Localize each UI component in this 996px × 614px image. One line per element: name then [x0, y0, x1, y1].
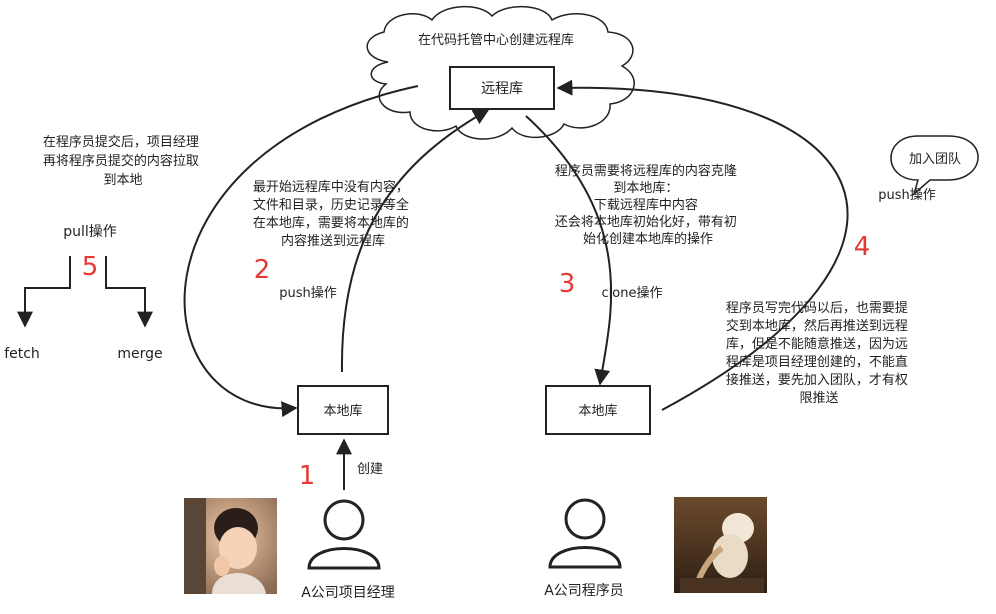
step-number-1: 1 [299, 461, 316, 491]
step2-label: push操作 [279, 285, 337, 301]
step4-desc-line: 库，但是不能随意推送，因为远 [726, 336, 908, 352]
step-number-2: 2 [254, 255, 271, 285]
local-repo-programmer-box[interactable] [545, 385, 651, 435]
pull-fetch-branch [17, 256, 71, 328]
remote-repo-box[interactable] [449, 66, 555, 110]
step4-desc-line: 交到本地库，然后再推送到远程 [726, 318, 908, 334]
pull-desc-line: 到本地 [103, 173, 142, 188]
step3-desc-line: 还会将本地库初始化好，带有初 [555, 214, 737, 230]
step4-label: push操作 [878, 187, 936, 203]
step4-desc-line: 接推送，要先加入团队，才有权 [726, 372, 908, 388]
step3-desc-line: 下载远程库中内容 [594, 197, 698, 213]
join-team-bubble [890, 135, 979, 197]
step-number-5: 5 [82, 252, 99, 282]
step1-label: 创建 [357, 462, 383, 477]
local-repo-manager-label: 本地库 [323, 403, 362, 419]
remote-repo-label: 远程库 [481, 81, 523, 97]
manager-person-icon [307, 499, 381, 570]
cloud-label: 在代码托管中心创建远程库 [418, 32, 574, 48]
fetch-label: fetch [4, 346, 40, 362]
local-repo-manager-box[interactable] [297, 385, 389, 435]
merge-label: merge [117, 346, 162, 362]
programmer-person-icon [548, 498, 622, 569]
local-repo-programmer-label: 本地库 [578, 403, 617, 419]
pull-desc-line: 在程序员提交后，项目经理 [43, 134, 199, 150]
manager-label: A公司项目经理 [301, 585, 395, 601]
step3-label: clone操作 [602, 285, 663, 301]
arrow-remote-to-manager [183, 85, 419, 418]
step2-desc-line: 最开始远程库中没有内容， [253, 179, 409, 195]
pull-desc-line: 再将程序员提交的内容拉取 [43, 153, 199, 169]
step2-desc-line: 文件和目录，历史记录等全 [253, 197, 409, 213]
programmer-label: A公司程序员 [544, 583, 624, 599]
step4-desc-line: 限推送 [799, 391, 838, 406]
step2-desc-line: 在本地库，需要将本地库的 [253, 215, 409, 231]
step-number-4: 4 [854, 232, 871, 262]
arrow-manager-push [340, 109, 490, 373]
arrow-clone [525, 115, 613, 386]
step4-description: 程序员写完代码以后，也需要提 交到本地库，然后再推送到远程 库，但是不能随意推送… [726, 300, 912, 406]
manager-photo [184, 498, 277, 594]
step3-desc-line: 程序员需要将远程库的内容克隆 [555, 163, 737, 179]
pull-label: pull操作 [63, 224, 117, 240]
step3-desc-line: 到本地库： [613, 180, 678, 196]
pull-description: 在程序员提交后，项目经理 再将程序员提交的内容拉取 到本地 [43, 134, 203, 188]
pull-merge-branch [105, 256, 153, 328]
step-number-3: 3 [559, 269, 576, 299]
step4-desc-line: 程库是项目经理创建的，不能直 [726, 354, 908, 370]
step2-desc-line: 内容推送到远程库 [281, 233, 385, 249]
programmer-photo [674, 497, 767, 593]
step2-description: 最开始远程库中没有内容， 文件和目录，历史记录等全 在本地库，需要将本地库的 内… [253, 179, 413, 249]
step3-description: 程序员需要将远程库的内容克隆 到本地库： 下载远程库中内容 还会将本地库初始化好… [555, 163, 741, 247]
join-team-label: 加入团队 [909, 152, 961, 167]
arrow-programmer-push [556, 79, 849, 411]
step4-desc-line: 程序员写完代码以后，也需要提 [726, 300, 908, 316]
step3-desc-line: 始化创建本地库的操作 [583, 231, 713, 247]
